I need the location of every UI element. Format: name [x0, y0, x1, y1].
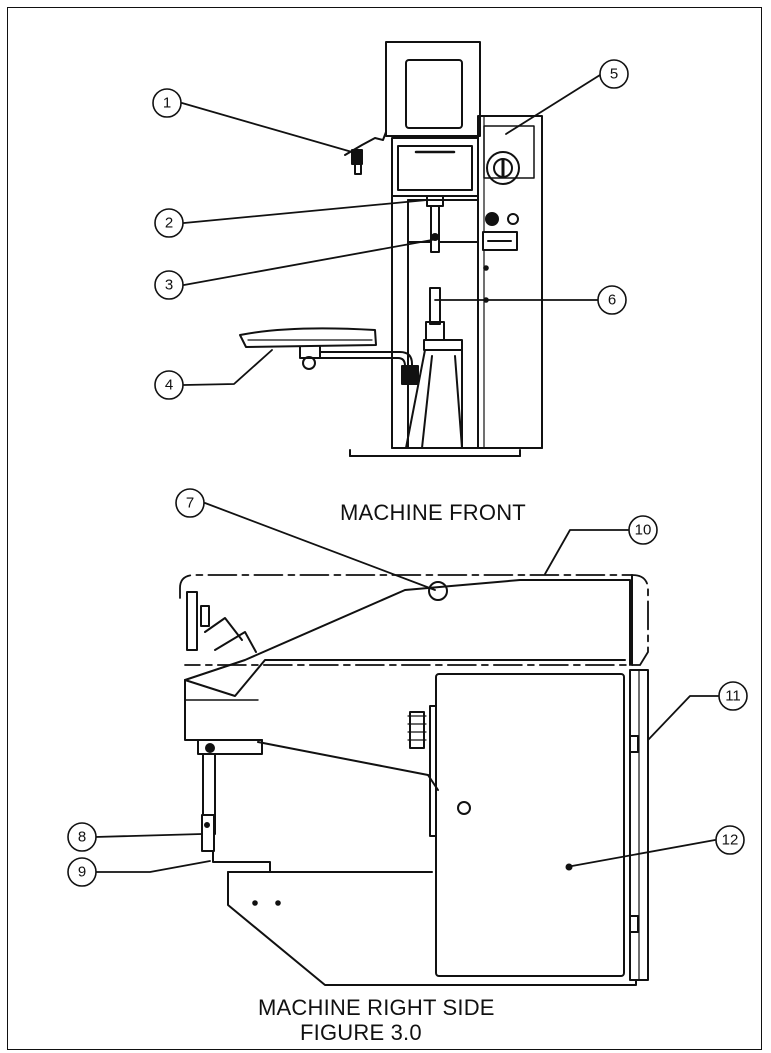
callout-4: 4 — [154, 370, 184, 400]
svg-text:9: 9 — [78, 864, 86, 881]
svg-text:1: 1 — [163, 95, 171, 112]
callout-3: 3 — [154, 270, 184, 300]
callout-9: 9 — [67, 857, 97, 887]
svg-text:12: 12 — [722, 832, 739, 849]
callout-10: 10 — [628, 515, 658, 545]
figure-caption: FIGURE 3.0 — [300, 1020, 422, 1045]
callout-1: 1 — [152, 88, 182, 118]
side-view — [179, 574, 649, 986]
callout-2: 2 — [154, 208, 184, 238]
svg-text:2: 2 — [165, 215, 173, 232]
svg-text:5: 5 — [610, 66, 618, 83]
machine-right-side-label: MACHINE RIGHT SIDE — [258, 995, 495, 1020]
callout-12: 12 — [715, 825, 745, 855]
svg-text:3: 3 — [165, 277, 173, 294]
svg-text:6: 6 — [608, 292, 616, 309]
svg-text:10: 10 — [635, 522, 652, 539]
front-view — [239, 41, 543, 457]
svg-text:7: 7 — [186, 495, 194, 512]
svg-text:8: 8 — [78, 829, 86, 846]
callout-7: 7 — [175, 488, 205, 518]
leader-lines — [94, 74, 719, 873]
callout-5: 5 — [599, 59, 629, 89]
svg-text:4: 4 — [165, 377, 173, 394]
callout-8: 8 — [67, 822, 97, 852]
machine-front-label: MACHINE FRONT — [340, 500, 526, 525]
callout-6: 6 — [597, 285, 627, 315]
callout-11: 11 — [718, 681, 748, 711]
svg-text:11: 11 — [725, 688, 741, 705]
